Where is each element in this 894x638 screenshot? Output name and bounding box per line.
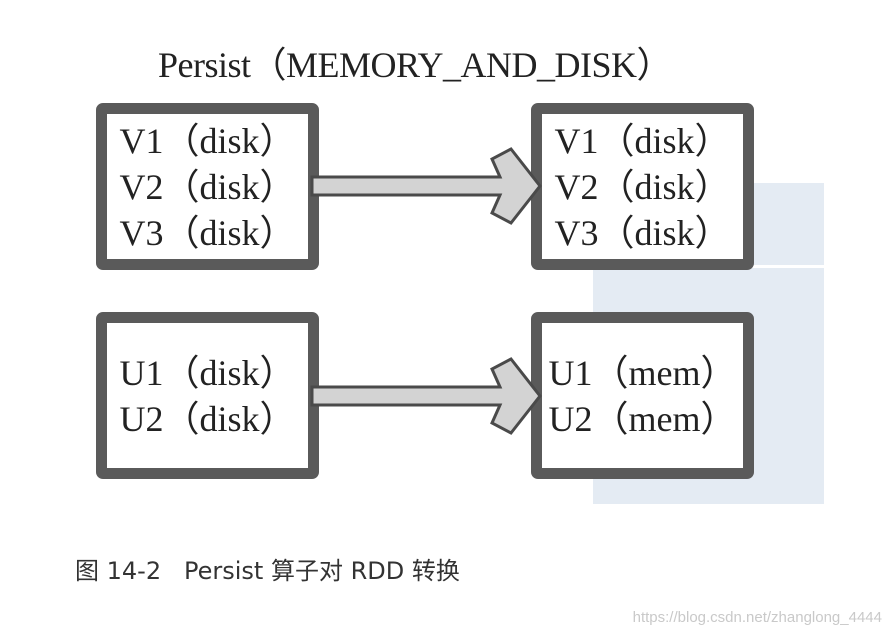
box-line: V1（disk）	[554, 120, 731, 161]
bottom-right-box: U1（mem） U2（mem）	[531, 312, 754, 479]
box-line: U2（disk）	[119, 398, 296, 439]
box-line: U1（mem）	[548, 352, 737, 393]
bottom-left-box: U1（disk） U2（disk）	[96, 312, 319, 479]
box-line: V3（disk）	[119, 212, 296, 253]
arrow-bottom	[310, 357, 542, 435]
box-line: V3（disk）	[554, 212, 731, 253]
box-line: V2（disk）	[119, 166, 296, 207]
background-panel-upper	[752, 183, 824, 265]
arrow-top	[310, 147, 542, 225]
figure-title: Persist（MEMORY_AND_DISK）	[158, 45, 673, 85]
box-line: U2（mem）	[548, 398, 737, 439]
box-line: V2（disk）	[554, 166, 731, 207]
watermark-text: https://blog.csdn.net/zhanglong_4444	[632, 609, 882, 626]
box-line: U1（disk）	[119, 352, 296, 393]
figure-caption: 图 14-2 Persist 算子对 RDD 转换	[75, 557, 460, 585]
box-line: V1（disk）	[119, 120, 296, 161]
top-right-box: V1（disk） V2（disk） V3（disk）	[531, 103, 754, 270]
